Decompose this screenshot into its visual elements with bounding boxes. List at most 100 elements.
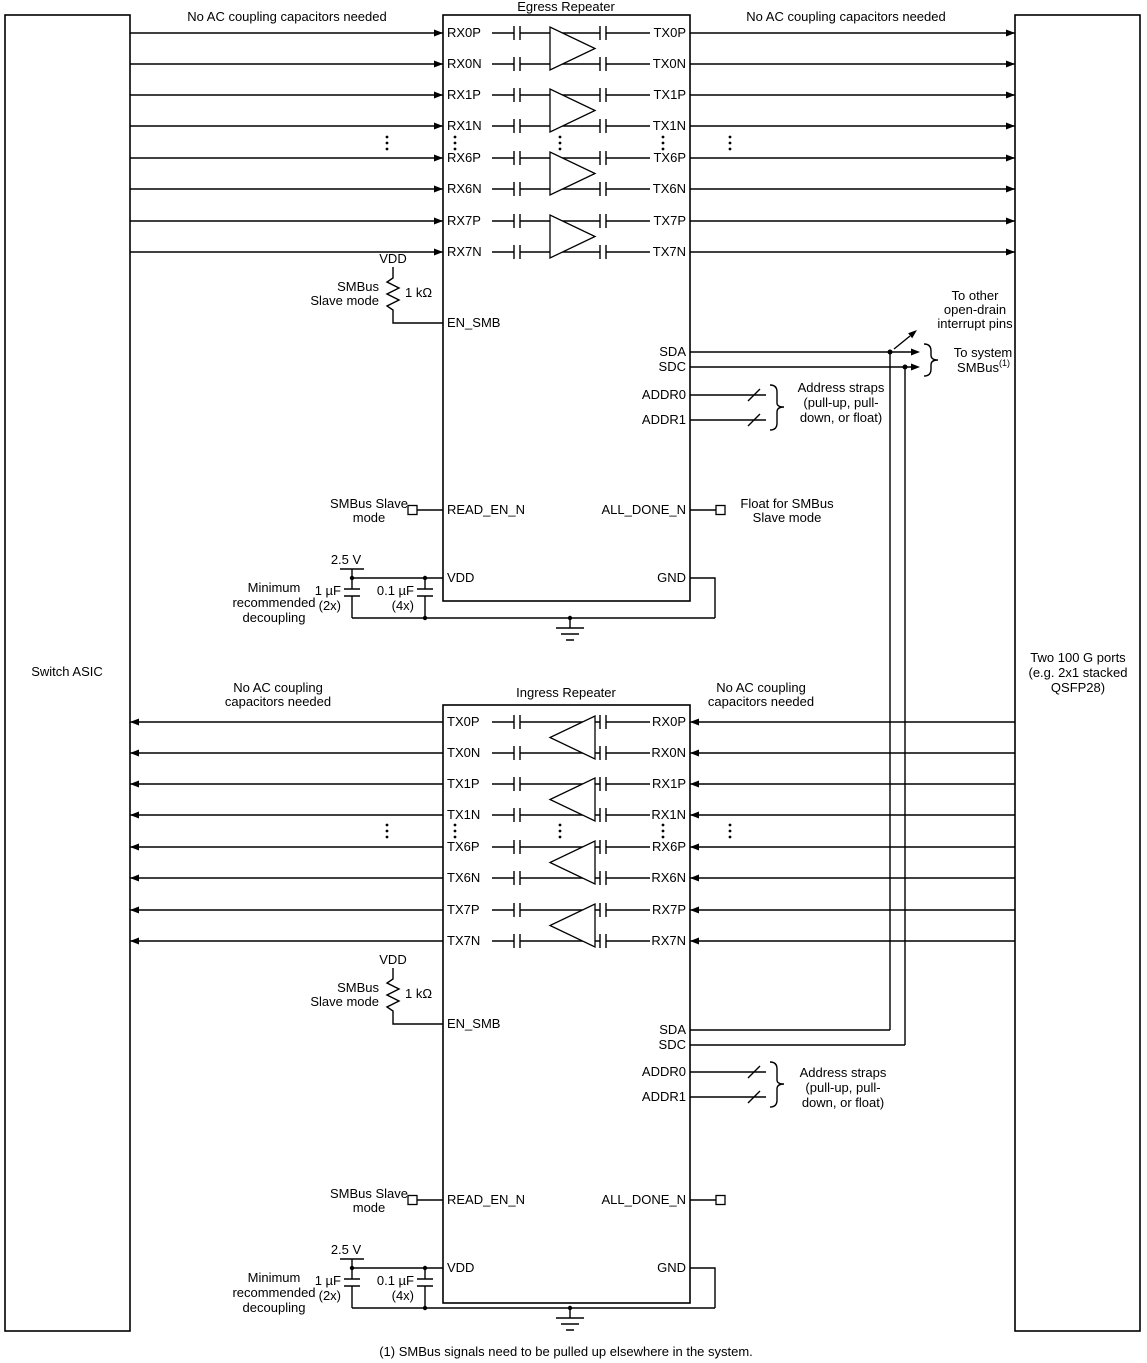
egress-cap-bulk-line2: (2x) [319,598,341,613]
ingress-pin-sda: SDA [659,1022,686,1037]
egress-pin-rx6n: RX6N [447,181,482,196]
egress-pin-addr1: ADDR1 [642,412,686,427]
egress-pin-alldone: ALL_DONE_N [601,502,686,517]
ports-label-line1: Two 100 G ports [1030,650,1126,665]
ingress-addr-straps-line2: (pull-up, pull- [805,1080,880,1095]
ingress-resistor-value: 1 kΩ [405,986,432,1001]
qsfp-ports-block [1014,14,1141,1332]
egress-readen-note-line2: mode [353,510,386,525]
egress-cap-bypass-line1: 0.1 µF [377,583,414,598]
ingress-title: Ingress Repeater [516,685,616,700]
switch-asic-block [4,14,131,1332]
egress-pin-tx0n: TX0N [653,56,686,71]
egress-cap-bypass-line2: (4x) [392,598,414,613]
ingress-decoupling-note-line2: recommended [232,1285,315,1300]
ingress-amplifier-triangles [548,714,596,949]
egress-decoupling-note-line2: recommended [232,595,315,610]
egress-vdd-rail-label: VDD [379,251,406,266]
ingress-pin-rx6p: RX6P [652,839,686,854]
egress-ground-symbol [556,618,584,641]
footnote: (1) SMBus signals need to be pulled up e… [379,1344,753,1359]
egress-readen-note-line1: SMBus Slave [330,496,408,511]
ingress-no-ac-right-label-line2: capacitors needed [708,694,814,709]
ingress-pin-tx7p: TX7P [447,902,480,917]
ingress-pin-tx0n: TX0N [447,745,480,760]
ingress-pin-alldone: ALL_DONE_N [601,1192,686,1207]
egress-addr-strap-slashes [747,388,761,427]
egress-decoupling-note-line1: Minimum [248,580,301,595]
egress-title: Egress Repeater [517,0,615,14]
egress-addr-straps-line1: Address straps [798,380,885,395]
egress-pin-gnd: GND [657,570,686,585]
egress-pin-rx7p: RX7P [447,213,481,228]
ingress-pin-ensmb: EN_SMB [447,1016,500,1031]
ingress-input-wires [690,718,1015,945]
egress-smbus-slave-line1: SMBus [337,279,379,294]
ingress-readen-terminal [407,1194,418,1206]
egress-no-ac-left-label: No AC coupling capacitors needed [187,9,386,24]
egress-pin-tx7p: TX7P [653,213,686,228]
ingress-pin-readen: READ_EN_N [447,1192,525,1207]
ingress-output-wires [130,718,443,945]
open-drain-note-line2: open-drain [944,302,1006,317]
ingress-ensmb-pullup-resistor [385,968,443,1025]
ingress-pin-tx6p: TX6P [447,839,480,854]
ingress-pin-tx6n: TX6N [447,870,480,885]
ingress-cap-bulk-line2: (2x) [319,1288,341,1303]
open-drain-pointer-line [893,335,911,350]
egress-output-wires [690,29,1015,256]
egress-smbus-slave-line2: Slave mode [310,293,379,308]
open-drain-note-line1: To other [952,288,1000,303]
system-smbus-brace [923,343,939,377]
ingress-pin-rx1n: RX1N [651,807,686,822]
ingress-alldone-terminal [715,1194,726,1206]
ingress-pin-tx0p: TX0P [447,714,480,729]
egress-pin-rx0p: RX0P [447,25,481,40]
system-smbus-note-line2: SMBus [957,360,999,375]
egress-pin-rx7n: RX7N [447,244,482,259]
egress-pin-readen: READ_EN_N [447,502,525,517]
ingress-pin-rx0p: RX0P [652,714,686,729]
ingress-pin-rx7n: RX7N [651,933,686,948]
ingress-pin-rx6n: RX6N [651,870,686,885]
open-drain-note-line3: interrupt pins [937,316,1013,331]
ingress-pin-tx1n: TX1N [447,807,480,822]
ingress-pin-sdc: SDC [659,1037,686,1052]
egress-pin-rx0n: RX0N [447,56,482,71]
ingress-ac-capacitors [513,715,607,948]
ingress-readen-note-line2: mode [353,1200,386,1215]
egress-readen-terminal [407,504,418,516]
ingress-smbus-slave-line1: SMBus [337,980,379,995]
egress-decoupling-note-line3: decoupling [243,610,306,625]
ingress-ground-symbol [556,1308,584,1331]
system-smbus-superscript: (1) [999,358,1010,368]
ingress-addr-straps-line1: Address straps [800,1065,887,1080]
egress-pin-ensmb: EN_SMB [447,315,500,330]
ports-label-line2: (e.g. 2x1 stacked [1029,665,1128,680]
ingress-cap-bulk-line1: 1 µF [315,1273,341,1288]
ingress-sda-sdc-wires [690,1029,905,1046]
egress-ensmb-pullup-resistor [385,267,443,324]
ingress-pin-rx0n: RX0N [651,745,686,760]
egress-input-wires [130,29,443,256]
ingress-pin-addr0: ADDR0 [642,1064,686,1079]
egress-pin-tx7n: TX7N [653,244,686,259]
egress-cap-bulk-line1: 1 µF [315,583,341,598]
ports-label-line3: QSFP28) [1051,680,1105,695]
egress-pin-vdd: VDD [447,570,474,585]
ingress-smbus-slave-line2: Slave mode [310,994,379,1009]
egress-pin-tx0p: TX0P [653,25,686,40]
ingress-pin-gnd: GND [657,1260,686,1275]
ingress-decoupling-note-line3: decoupling [243,1300,306,1315]
junction-dots [349,349,908,1311]
egress-pin-tx6n: TX6N [653,181,686,196]
ingress-no-ac-right-label-line1: No AC coupling [716,680,806,695]
ingress-cap-bypass-line1: 0.1 µF [377,1273,414,1288]
egress-addr-straps-line3: down, or float) [800,410,882,425]
ingress-decoupling-note-line1: Minimum [248,1270,301,1285]
switch-asic-label: Switch ASIC [31,664,103,679]
egress-pin-tx1n: TX1N [653,118,686,133]
egress-pin-tx6p: TX6P [653,150,686,165]
